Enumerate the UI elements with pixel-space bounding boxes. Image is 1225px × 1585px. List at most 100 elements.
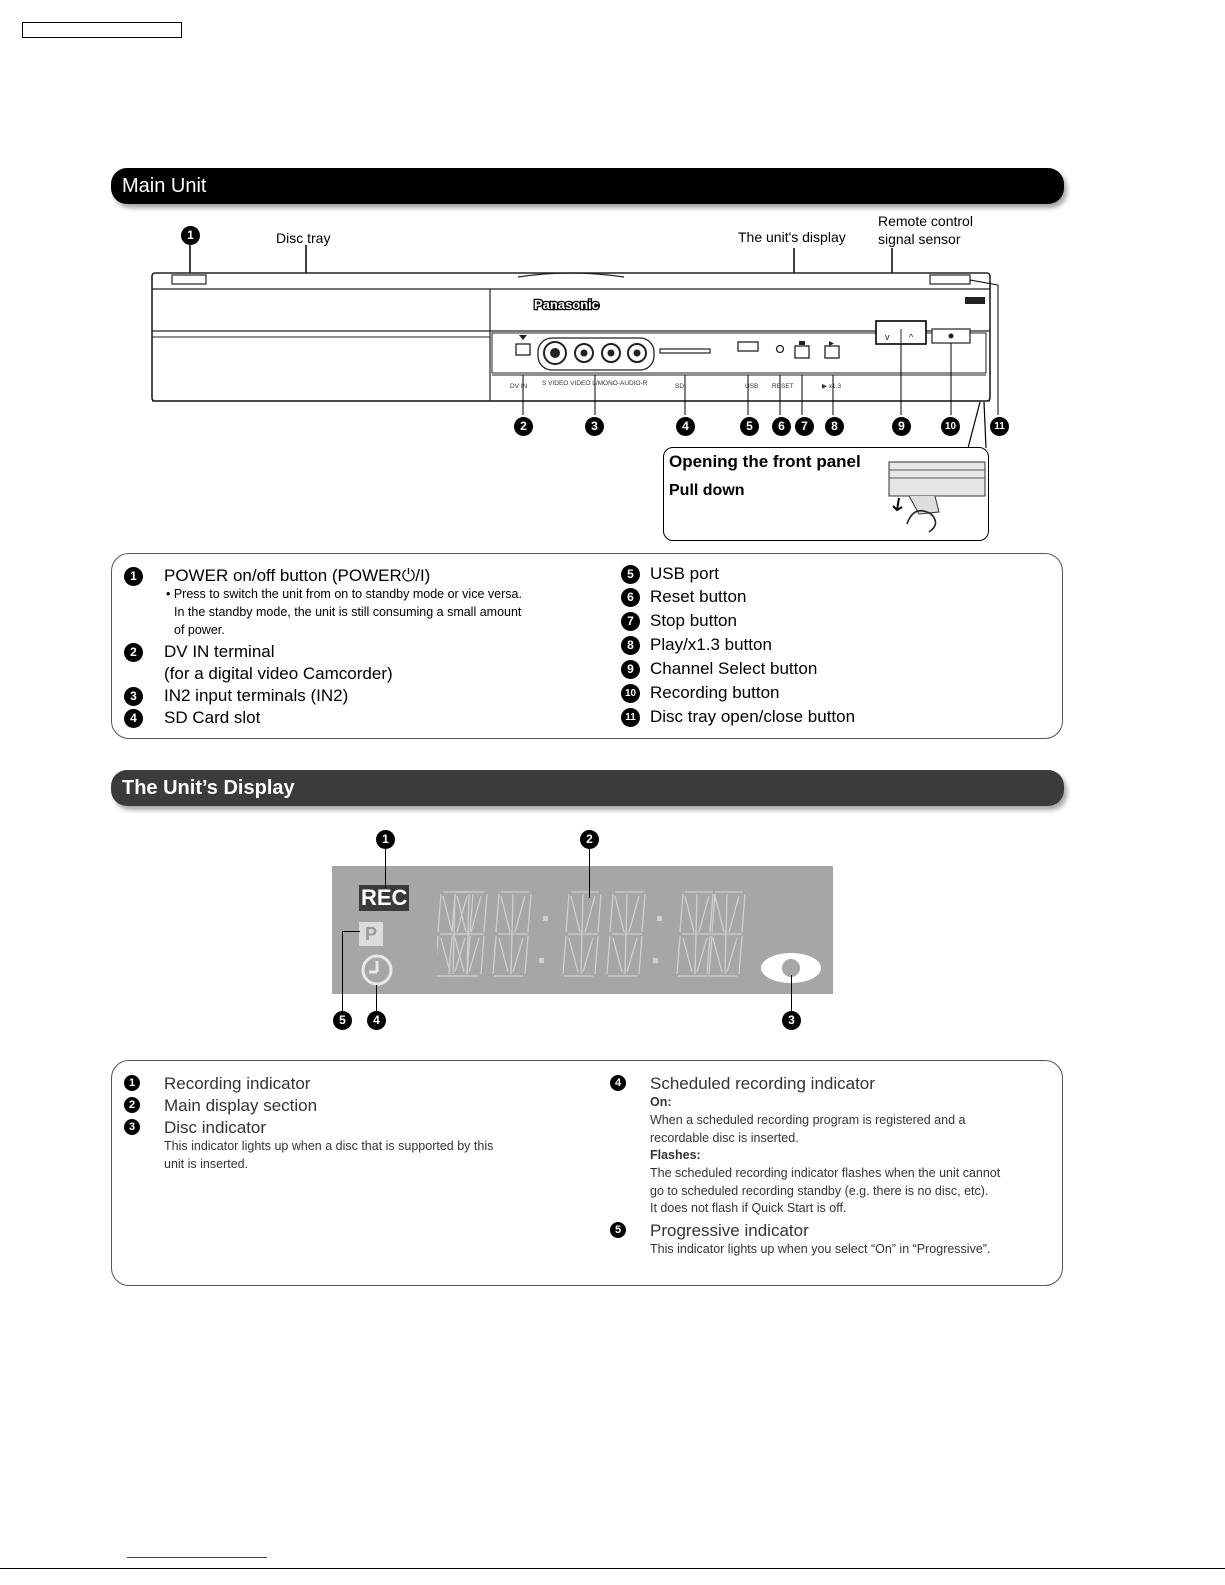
legend-text-dv-in: DV IN terminal <box>164 642 275 661</box>
svg-text:v: v <box>885 332 890 342</box>
svg-text:DV IN: DV IN <box>510 383 528 390</box>
segment-digit <box>676 891 716 977</box>
display-callout-number-4: 4 <box>367 1011 386 1030</box>
scheduled-flash-label: Flashes: <box>650 1148 701 1162</box>
legend-text-recording: Recording button <box>650 683 780 702</box>
display-legend-number-3: 3 <box>124 1119 140 1135</box>
legend-number-5: 5 <box>621 565 640 584</box>
progressive-note: This indicator lights up when you select… <box>650 1242 991 1256</box>
scheduled-on-label: On: <box>650 1095 672 1109</box>
legend-text-reset: Reset button <box>650 587 747 606</box>
callout-number-10: 10 <box>941 417 960 436</box>
callout-number-7: 7 <box>795 417 814 436</box>
leader-line-5h <box>342 931 360 932</box>
footer-link-underline[interactable] <box>127 1557 267 1558</box>
callout-number-8: 8 <box>825 417 844 436</box>
display-callout-number-1: 1 <box>376 830 395 849</box>
front-panel-title: Opening the front panel <box>669 452 861 471</box>
callout-display: The unit's display <box>738 229 846 245</box>
legend-text-play: Play/x1.3 button <box>650 635 772 654</box>
svg-text:RESET: RESET <box>772 383 794 390</box>
segment-digit <box>606 891 646 977</box>
leader-line-4 <box>376 985 377 1011</box>
leader-line-3 <box>791 975 792 1011</box>
display-callout-number-3: 3 <box>782 1011 801 1030</box>
legend-number-3: 3 <box>124 687 143 706</box>
leader-line-2 <box>589 848 590 898</box>
segment-digits-display <box>437 891 746 977</box>
front-panel-action: Pull down <box>669 482 745 499</box>
legend-text-power: POWER on/off button (POWER⏻/I) <box>164 566 431 585</box>
svg-text:▶ x1.3: ▶ x1.3 <box>822 383 841 390</box>
legend-text-in2: IN2 input terminals (IN2) <box>164 686 349 705</box>
svg-text:USB: USB <box>745 383 758 390</box>
callout-sensor-line2: signal sensor <box>878 231 961 247</box>
leader-line-5v <box>342 931 343 1011</box>
legend-number-9: 9 <box>621 660 640 679</box>
front-panel-inset: Opening the front panel Pull down <box>663 447 989 541</box>
callout-number-2: 2 <box>514 417 533 436</box>
scheduled-flash-text-2: go to scheduled recording standby (e.g. … <box>650 1184 989 1198</box>
display-legend-number-2: 2 <box>124 1097 140 1113</box>
progressive-indicator: P <box>359 922 383 946</box>
rec-indicator: REC <box>359 885 410 911</box>
legend-note-power-3: of power. <box>174 623 225 637</box>
legend-number-4: 4 <box>124 709 143 728</box>
disc-note-2: unit is inserted. <box>164 1157 249 1171</box>
legend-number-7: 7 <box>621 612 640 631</box>
legend-number-10: 10 <box>621 684 640 703</box>
legend-number-8: 8 <box>621 636 640 655</box>
dvd-recorder-front-illustration: Panasonic v ^ DV IN S VIDEO VIDEO L/MONO… <box>151 245 999 415</box>
callout-disc-tray: Disc tray <box>276 230 331 246</box>
legend-text-channel: Channel Select button <box>650 659 818 678</box>
display-legend-text-main: Main display section <box>164 1096 318 1115</box>
brand-logo: Panasonic <box>534 297 599 312</box>
leader-line-1 <box>385 848 386 888</box>
scheduled-on-text-1: When a scheduled recording program is re… <box>650 1113 966 1127</box>
main-unit-legend-box <box>111 553 1063 739</box>
callout-number-11: 11 <box>990 417 1009 436</box>
svg-text:^: ^ <box>909 332 914 342</box>
footer-rule <box>0 1568 1225 1569</box>
clock-icon <box>361 954 393 986</box>
segment-digit <box>562 891 602 977</box>
legend-text-sd: SD Card slot <box>164 708 261 727</box>
display-panel: REC P <box>332 866 833 994</box>
display-legend-text-progressive: Progressive indicator <box>650 1221 809 1240</box>
display-legend-text-disc: Disc indicator <box>164 1118 267 1137</box>
legend-note-power-1: • Press to switch the unit from on to st… <box>166 587 522 601</box>
display-legend-number-1: 1 <box>124 1075 140 1091</box>
legend-text-tray: Disc tray open/close button <box>650 707 856 726</box>
legend-number-6: 6 <box>621 588 640 607</box>
callout-number-4: 4 <box>676 417 695 436</box>
header-box <box>22 22 182 38</box>
legend-number-11: 11 <box>621 708 640 727</box>
inset-leader-lines <box>967 401 987 449</box>
legend-note-power-2: In the standby mode, the unit is still c… <box>174 605 522 619</box>
legend-text-dv-in-detail: (for a digital video Camcorder) <box>164 664 393 683</box>
callout-number-6: 6 <box>772 417 791 436</box>
callout-number-9: 9 <box>892 417 911 436</box>
legend-text-stop: Stop button <box>650 611 737 630</box>
segment-digit <box>492 891 532 977</box>
callout-number-5: 5 <box>740 417 759 436</box>
scheduled-flash-text-3: It does not flash if Quick Start is off. <box>650 1201 847 1215</box>
segment-digit <box>706 891 746 977</box>
display-legend-box <box>111 1060 1063 1286</box>
scheduled-flash-text-1: The scheduled recording indicator flashe… <box>650 1166 1001 1180</box>
pull-down-hand-illustration <box>888 461 986 533</box>
display-legend-text-scheduled: Scheduled recording indicator <box>650 1074 875 1093</box>
callout-number-3: 3 <box>585 417 604 436</box>
display-legend-number-5: 5 <box>610 1222 626 1238</box>
callout-number-1: 1 <box>181 226 200 245</box>
section-header-main-unit: Main Unit <box>111 168 1064 204</box>
legend-text-usb: USB port <box>650 564 719 583</box>
display-legend-number-4: 4 <box>610 1075 626 1091</box>
display-callout-number-5: 5 <box>333 1011 352 1030</box>
svg-text:SD: SD <box>675 383 684 390</box>
section-header-unit-display: The Unit’s Display <box>111 770 1064 806</box>
scheduled-on-text-2: recordable disc is inserted. <box>650 1131 799 1145</box>
display-callout-number-2: 2 <box>580 830 599 849</box>
legend-number-1: 1 <box>124 567 143 586</box>
callout-sensor-line1: Remote control <box>878 213 973 229</box>
